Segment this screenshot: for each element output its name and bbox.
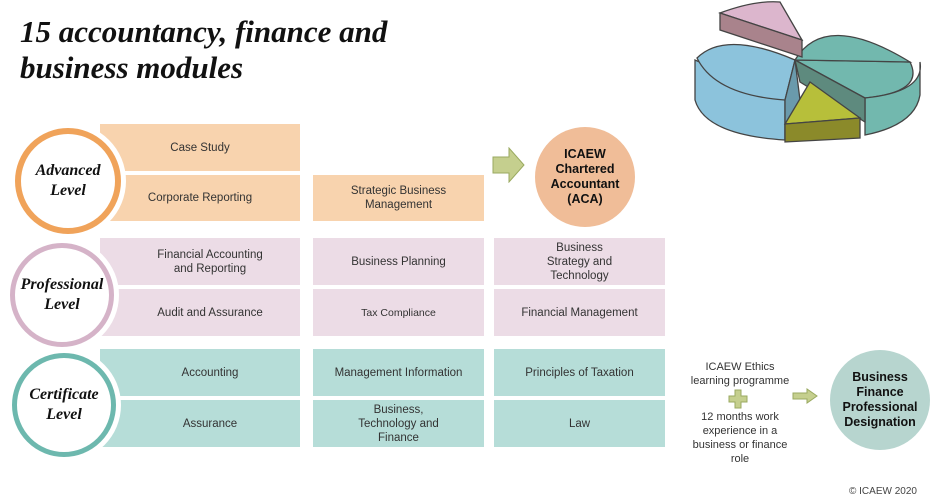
aca-text: ICAEW: [564, 147, 606, 161]
aca-text: (ACA): [567, 192, 603, 206]
aca-text: Chartered: [555, 162, 615, 176]
module-business-strategy-technology: Business Strategy and Technology: [494, 238, 665, 285]
arrow-right-icon: [792, 388, 818, 404]
module-business-technology-finance: Business, Technology and Finance: [313, 400, 484, 447]
level-label: Level: [50, 182, 86, 199]
level-label: Level: [44, 296, 80, 313]
level-label: Advanced: [35, 162, 101, 179]
module-law: Law: [494, 400, 665, 447]
module-accounting: Accounting: [100, 349, 300, 396]
module-management-information: Management Information: [313, 349, 484, 396]
bfp-text: Finance: [856, 385, 904, 399]
module-business-planning: Business Planning: [313, 238, 484, 285]
bfp-text: Designation: [844, 415, 916, 429]
level-label: Professional: [20, 276, 104, 293]
module-audit-assurance: Audit and Assurance: [100, 289, 300, 336]
page-title: 15 accountancy, finance and business mod…: [20, 14, 388, 85]
module-financial-management: Financial Management: [494, 289, 665, 336]
module-corporate-reporting: Corporate Reporting: [100, 175, 300, 221]
ethics-programme-text: ICAEW Ethics learning programme: [690, 361, 790, 387]
pie-chart-illustration: [694, 1, 921, 143]
module-assurance: Assurance: [100, 400, 300, 447]
module-label: Financial Accounting and Reporting: [157, 248, 263, 275]
module-case-study: Case Study: [100, 124, 300, 171]
module-tax-compliance: Tax Compliance: [313, 289, 484, 336]
module-financial-accounting-reporting: Financial Accounting and Reporting: [100, 238, 300, 285]
module-principles-of-taxation: Principles of Taxation: [494, 349, 665, 396]
level-label: Certificate: [29, 386, 99, 403]
aca-text: Accountant: [550, 177, 620, 191]
arrow-right-icon: [492, 147, 525, 183]
bfp-text: Professional: [842, 400, 918, 414]
plus-icon: [728, 389, 748, 409]
bfp-text: Business: [852, 370, 908, 384]
module-strategic-business-management: Strategic Business Management: [313, 175, 484, 221]
level-label: Level: [46, 406, 82, 423]
work-experience-text: 12 months work experience in a business …: [692, 411, 788, 465]
copyright: © ICAEW 2020: [849, 486, 917, 497]
